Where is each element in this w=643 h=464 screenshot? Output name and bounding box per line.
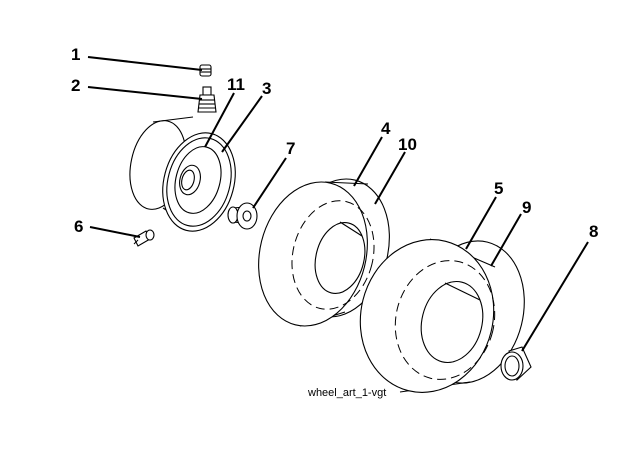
leader-2 [87, 86, 203, 100]
callout-9: 9 [522, 198, 531, 217]
leader-10 [374, 151, 406, 205]
tire-assembly-rear [359, 238, 525, 393]
leader-3 [221, 95, 263, 153]
leader-1 [87, 56, 203, 71]
callout-4: 4 [381, 119, 391, 138]
leader-7 [252, 157, 287, 209]
callout-5: 5 [494, 179, 503, 198]
rim-assembly [129, 116, 236, 232]
callout-1: 1 [71, 45, 80, 64]
leader-8 [521, 241, 589, 352]
callout-10: 10 [398, 135, 417, 154]
leader-9 [490, 213, 522, 267]
callout-6: 6 [74, 217, 83, 236]
leader-lines [87, 56, 589, 352]
callout-3: 3 [262, 79, 271, 98]
part-7-bearing [227, 202, 258, 230]
callout-11: 11 [227, 75, 245, 94]
leader-5 [465, 196, 497, 250]
part-6-grease-fitting [133, 229, 155, 247]
leader-6 [89, 226, 141, 238]
callout-2: 2 [71, 76, 80, 95]
callout-7: 7 [286, 139, 295, 158]
part-8-bushing [500, 346, 532, 382]
callout-8: 8 [589, 222, 598, 241]
part-2-valve-stem [197, 86, 217, 113]
leader-11 [204, 92, 235, 148]
leader-4 [353, 136, 383, 187]
diagram-caption: wheel_art_1-vgt [307, 387, 386, 399]
